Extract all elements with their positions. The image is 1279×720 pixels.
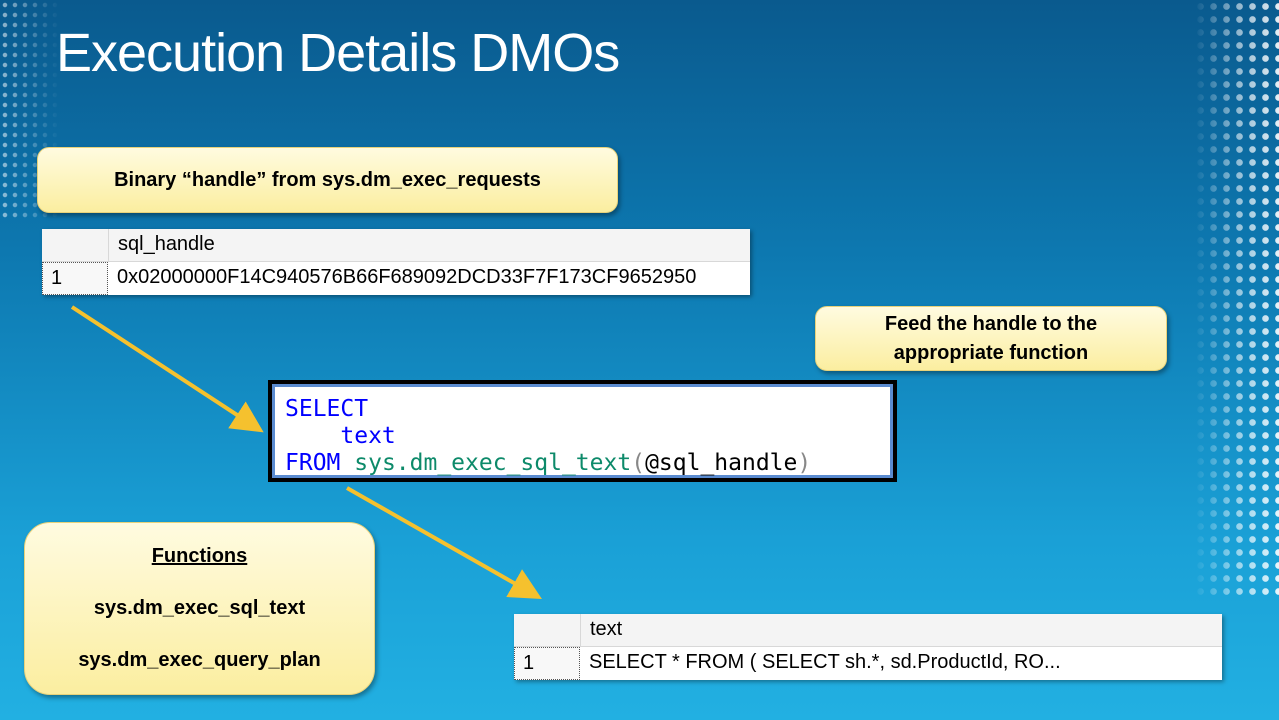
arrow-code-to-result	[346, 486, 542, 599]
table-row[interactable]: 1 0x02000000F14C940576B66F689092DCD33F7F…	[42, 262, 750, 295]
open-paren: (	[631, 450, 646, 476]
function-name: sys.dm_exec_sql_text	[354, 450, 632, 476]
grid-corner	[514, 614, 581, 646]
code-snippet: SELECT text FROM sys.dm_exec_sql_text(@s…	[268, 380, 897, 482]
parameter-sql-handle: @sql_handle	[645, 450, 798, 476]
grid-header: sql_handle	[42, 229, 750, 262]
cell-text[interactable]: SELECT * FROM ( SELECT sh.*, sd.ProductI…	[589, 651, 1061, 673]
code-line-3: FROM sys.dm_exec_sql_text(@sql_handle)	[285, 450, 890, 477]
results-grid-text: text 1 SELECT * FROM ( SELECT sh.*, sd.P…	[514, 614, 1222, 680]
grid-corner	[42, 229, 109, 261]
keyword-text: text	[340, 423, 396, 449]
function-item-sql-text: sys.dm_exec_sql_text	[93, 597, 306, 619]
table-row[interactable]: 1 SELECT * FROM ( SELECT sh.*, sd.Produc…	[514, 647, 1222, 680]
code-line-2: text	[285, 423, 890, 450]
close-paren: )	[797, 450, 812, 476]
cell-sql-handle[interactable]: 0x02000000F14C940576B66F689092DCD33F7F17…	[117, 266, 697, 288]
callout-feed-line1: Feed the handle to the	[884, 312, 1098, 335]
keyword-select: SELECT	[285, 396, 369, 422]
callout-binary-handle: Binary “handle” from sys.dm_exec_request…	[37, 147, 618, 213]
code-editor: SELECT text FROM sys.dm_exec_sql_text(@s…	[272, 384, 893, 478]
row-number[interactable]: 1	[514, 647, 580, 680]
grid-header: text	[514, 614, 1222, 647]
slide-title: Execution Details DMOs	[56, 23, 620, 83]
arrow-handle-to-code	[70, 305, 264, 433]
results-grid-sql-handle: sql_handle 1 0x02000000F14C940576B66F689…	[42, 229, 750, 295]
functions-heading: Functions	[151, 545, 248, 567]
callout-binary-handle-text: Binary “handle” from sys.dm_exec_request…	[114, 168, 541, 191]
decorative-dots-right	[1194, 0, 1279, 600]
function-item-query-plan: sys.dm_exec_query_plan	[78, 649, 321, 671]
callout-functions: Functions sys.dm_exec_sql_text sys.dm_ex…	[24, 522, 375, 695]
column-header-sql-handle[interactable]: sql_handle	[118, 233, 215, 255]
column-header-text[interactable]: text	[590, 618, 623, 640]
row-number[interactable]: 1	[42, 262, 108, 295]
keyword-from: FROM	[285, 450, 341, 476]
code-line-1: SELECT	[285, 396, 890, 423]
callout-feed-handle: Feed the handle to the appropriate funct…	[815, 306, 1167, 371]
callout-feed-line2: appropriate function	[893, 341, 1089, 364]
